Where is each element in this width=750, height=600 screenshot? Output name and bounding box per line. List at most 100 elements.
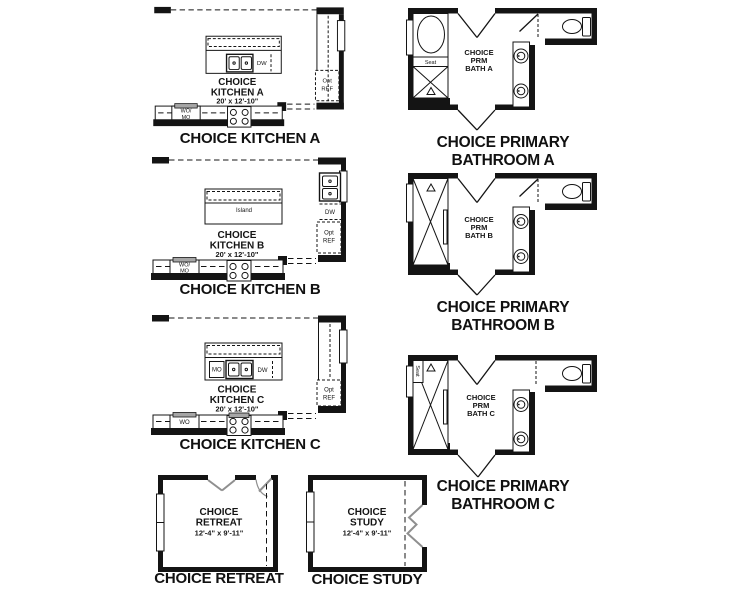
bathroom-a-plan: Seat CHOICE PRM BATH A: [406, 8, 597, 131]
shower-seat: Seat: [412, 56, 449, 67]
study-caption: CHOICE STUDY: [311, 571, 423, 588]
kitchen-c-counter: WO: [151, 412, 285, 436]
sink-icon: [225, 359, 254, 380]
opt-ref-label: Opt: [322, 79, 332, 85]
caption-line: CHOICE PRIMARY: [436, 478, 570, 495]
wall-oven: WO: [169, 412, 200, 429]
kitchen-a-plan: Opt REF DW CHOICE KITCHEN A 20' x 12'-10…: [153, 6, 346, 128]
shower-glass-panel: [443, 209, 448, 245]
microwave: MO: [209, 361, 225, 378]
caption-line: BATHROOM A: [451, 151, 555, 169]
room-name: PRM: [471, 223, 488, 232]
room-dims: 20' x 12'-10": [216, 250, 259, 259]
cooktop-icon: [226, 260, 252, 282]
room-name: CHOICE: [200, 507, 239, 518]
oven-label: WO: [179, 420, 190, 426]
room-name: STUDY: [350, 518, 384, 529]
study-walls: [306, 475, 427, 572]
kitchen-b-room-label: CHOICE KITCHEN B 20' x 12'-10": [210, 230, 264, 259]
room-name: CHOICE: [218, 77, 256, 88]
kitchen-a-room-label: CHOICE KITCHEN A 20' x 12'-10": [211, 77, 264, 106]
retreat-plan: CHOICE RETREAT 12'-4" x 9'-11": [156, 475, 278, 572]
room-name: KITCHEN C: [210, 395, 264, 406]
shower-icon: [412, 178, 449, 266]
room-name: BATH A: [465, 64, 493, 73]
bathroom-c-caption: CHOICE PRIMARY BATHROOM C: [403, 478, 603, 513]
kitchen-a-opt-ref: Opt REF: [314, 69, 340, 102]
kitchen-b-opt-ref: Opt REF: [316, 221, 342, 254]
vanity: [512, 41, 530, 108]
dishwasher-label: DW: [257, 61, 267, 67]
kitchen-c-plan: Opt REF MO DW CHOICE KITCHEN C 2: [151, 315, 348, 436]
kitchen-a-counter: WO/ MO: [153, 103, 285, 128]
sink-icon: [225, 53, 254, 73]
room-name: KITCHEN A: [211, 87, 264, 98]
kitchen-a-walls: [154, 6, 346, 111]
kitchen-b-plan: DW Opt REF Island CHOICE KITCHEN B 20' x…: [151, 157, 348, 282]
opt-ref-label: REF: [321, 86, 333, 92]
shower-icon: [412, 66, 449, 99]
room-name: CHOICE: [466, 393, 495, 402]
sink-icon: [513, 83, 529, 99]
island-label: Island: [236, 208, 252, 214]
bathroom-b-caption: CHOICE PRIMARY BATHROOM B: [403, 299, 603, 334]
shower-icon: Seat: [412, 360, 449, 450]
bathroom-a-walls: [406, 8, 597, 131]
entry-opening: [207, 479, 236, 492]
room-name: CHOICE: [464, 48, 493, 57]
shower-seat: [412, 360, 424, 383]
opt-ref-label: REF: [323, 396, 335, 402]
dishwasher-label: DW: [325, 210, 335, 216]
bathroom-b-walls: [406, 173, 597, 296]
caption-line: CHOICE PRIMARY: [436, 299, 570, 316]
caption-line: BATHROOM C: [451, 495, 555, 513]
bathroom-b-room-label: CHOICE PRM BATH B: [464, 215, 493, 240]
cooktop-icon: [227, 106, 252, 128]
room-name: CHOICE: [218, 385, 257, 396]
bathroom-b-plan: CHOICE PRM BATH B: [406, 173, 597, 296]
sink-icon: [318, 172, 342, 202]
kitchen-a-caption: CHOICE KITCHEN A: [179, 130, 321, 147]
caption-line: CHOICE PRIMARY: [436, 134, 570, 151]
room-dims: 12'-4" x 9'-11": [195, 529, 244, 538]
room-name: BATH B: [465, 231, 493, 240]
seat-label: Seat: [425, 60, 437, 66]
opt-ref-label: REF: [323, 239, 335, 245]
kitchen-c-walls: [152, 315, 348, 420]
seat-label: Seat: [414, 365, 420, 377]
oven-label: MO: [180, 269, 190, 275]
vanity: [512, 206, 530, 273]
opt-ref-label: Opt: [324, 231, 334, 237]
oven-label: WO/: [179, 263, 190, 269]
kitchen-c-opt-ref: Opt REF: [316, 379, 342, 407]
room-name: BATH C: [467, 409, 495, 418]
room-dims: 20' x 12'-10": [216, 97, 258, 106]
door-swing: [255, 477, 273, 498]
study-room-label: CHOICE STUDY 12'-4" x 9'-11": [343, 507, 392, 538]
bathroom-c-plan: Seat CHOICE PRM BATH C: [406, 355, 597, 478]
microwave-label: MO: [212, 368, 222, 374]
kitchen-c-island: MO DW: [204, 342, 283, 381]
shower-head-icon: [426, 362, 436, 372]
retreat-caption: CHOICE RETREAT: [154, 570, 284, 587]
toilet-icon: [562, 364, 591, 384]
vanity: [512, 389, 530, 453]
kitchen-c-caption: CHOICE KITCHEN C: [179, 436, 321, 453]
toilet-icon: [562, 182, 591, 202]
caption-line: BATHROOM B: [451, 316, 555, 334]
dishwasher-label: DW: [258, 368, 268, 374]
dishwasher: DW: [319, 203, 341, 220]
room-dims: 12'-4" x 9'-11": [343, 529, 392, 538]
sink-icon: [513, 397, 529, 412]
cooktop-icon: [226, 412, 252, 436]
retreat-walls: [156, 475, 278, 572]
room-name: RETREAT: [196, 518, 242, 529]
window: [339, 329, 348, 364]
room-name: PRM: [473, 401, 490, 410]
room-name: CHOICE: [464, 215, 493, 224]
toilet-door-leaf: [519, 13, 539, 32]
bathroom-a-caption: CHOICE PRIMARY BATHROOM A: [403, 134, 603, 169]
room-name: CHOICE: [348, 507, 387, 518]
oven-label: MO: [182, 115, 191, 121]
